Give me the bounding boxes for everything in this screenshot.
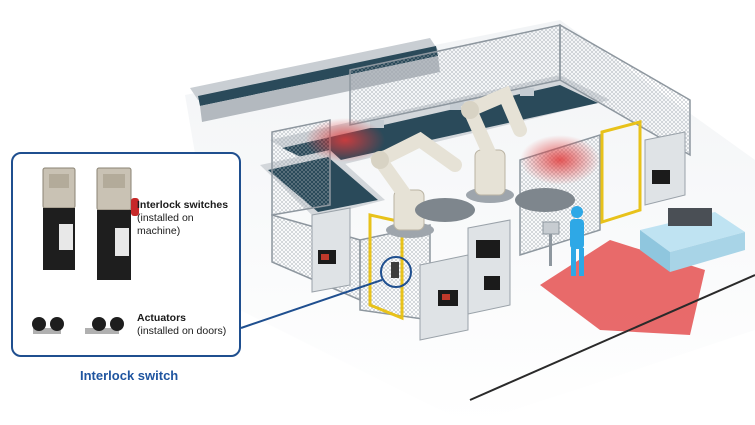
interlock-highlight-circle	[380, 256, 412, 288]
agv-vehicle	[640, 208, 745, 272]
guard-doors	[368, 120, 642, 321]
interlock-switch-on-door	[391, 262, 399, 278]
safety-zone	[305, 118, 385, 162]
operator-figure	[570, 206, 584, 276]
control-cabinet	[644, 131, 686, 206]
diagram-caption: Interlock switch	[80, 368, 179, 383]
control-cabinet	[467, 219, 511, 315]
interlock-switch-large	[96, 167, 139, 280]
actuator-part	[85, 317, 124, 334]
actuators-label: Actuators	[137, 312, 187, 324]
operator-panel	[542, 221, 560, 266]
actuators-image	[32, 317, 124, 334]
robot-arm	[460, 85, 527, 203]
control-cabinet	[311, 207, 351, 293]
control-cabinet	[419, 254, 469, 341]
interlock-switches-label: Interlock switches	[137, 199, 229, 211]
work-table	[515, 188, 575, 212]
interlock-switches-sublabel: (installed on machine)	[137, 212, 194, 237]
callout-leader-line	[240, 279, 383, 329]
safety-zone	[520, 135, 600, 185]
agv-guide-line	[469, 274, 755, 401]
work-table	[415, 198, 475, 222]
actuator-part	[32, 317, 64, 334]
robot-arm	[369, 131, 462, 238]
interlock-callout-box: Interlock switches (installed on machine…	[11, 152, 241, 357]
actuators-sublabel: (installed on doors)	[137, 325, 227, 337]
interlock-switch-small	[42, 167, 76, 270]
interlock-switches-image	[42, 167, 139, 280]
